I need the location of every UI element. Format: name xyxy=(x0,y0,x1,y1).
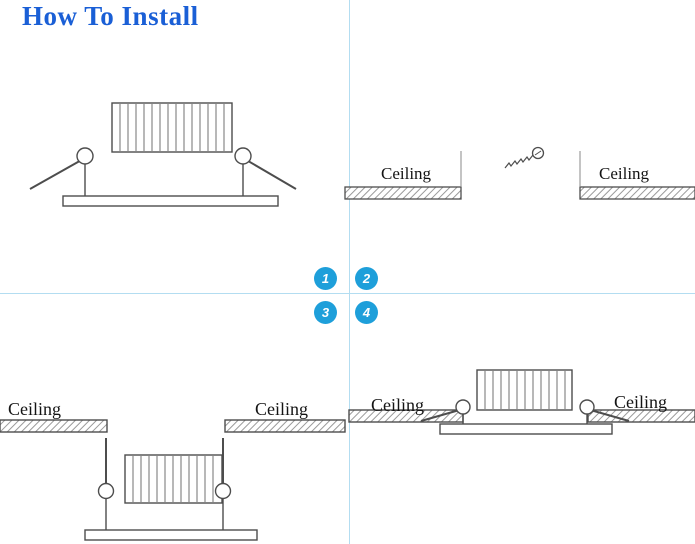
ceiling-section-right xyxy=(579,186,695,200)
trim-ring-icon xyxy=(84,529,258,541)
step-badge-4: 4 xyxy=(355,301,378,324)
heatsink-fins xyxy=(484,371,566,409)
step2-diagram xyxy=(344,146,695,200)
step-badge-1: 1 xyxy=(314,267,337,290)
ceiling-section-left xyxy=(0,419,108,433)
ceiling-section-right xyxy=(224,419,346,433)
step1-diagram xyxy=(29,102,297,207)
ceiling-label: Ceiling xyxy=(614,392,667,412)
step-badge-3: 3 xyxy=(314,301,337,324)
spring-pivot-icon xyxy=(97,482,115,500)
ceiling-section-left xyxy=(344,186,462,200)
clip-post-line xyxy=(84,156,244,196)
step-badge-2: 2 xyxy=(355,267,378,290)
heatsink-fins xyxy=(132,456,214,502)
spring-arm-icon xyxy=(420,408,630,422)
spring-arm-icon xyxy=(29,157,297,190)
ceiling-label: Ceiling xyxy=(371,395,424,415)
spring-pivot-icon xyxy=(579,399,595,415)
spring-pivot-icon xyxy=(76,147,94,165)
cut-guide-lines xyxy=(460,151,581,186)
ceiling-label: Ceiling xyxy=(255,399,308,419)
spring-pivot-icon xyxy=(455,399,471,415)
hole-saw-icon xyxy=(504,146,545,169)
ceiling-label: Ceiling xyxy=(8,399,61,419)
trim-ring-icon xyxy=(62,195,279,207)
step4-diagram xyxy=(348,369,695,435)
page-title: How To Install xyxy=(22,1,199,31)
ceiling-label: Ceiling xyxy=(599,164,650,183)
screw-head-slot xyxy=(534,150,542,156)
screw-thread xyxy=(504,154,534,169)
clip-post-line xyxy=(105,498,224,530)
spring-pivot-icon xyxy=(234,147,252,165)
heatsink-icon xyxy=(111,102,233,153)
spring-pivot-icon xyxy=(214,482,232,500)
ceiling-label: Ceiling xyxy=(381,164,432,183)
trim-ring-icon xyxy=(439,423,613,435)
step3-diagram xyxy=(0,419,346,541)
spring-arm-up-icon xyxy=(105,438,224,484)
ceiling-section-right xyxy=(587,409,695,423)
clip-post-line xyxy=(462,414,588,424)
heatsink-fins xyxy=(119,104,225,151)
